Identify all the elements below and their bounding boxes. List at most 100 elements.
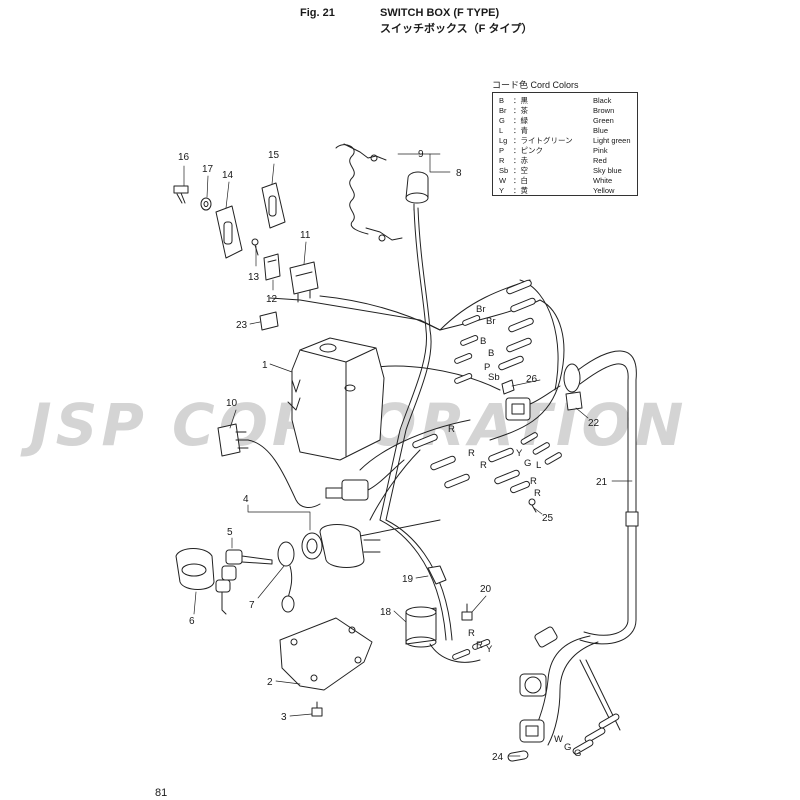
part-8-stop-switch-cap (405, 171, 429, 211)
callout-22: 22 (588, 418, 600, 429)
callout-14: 14 (222, 170, 234, 181)
legend-jp: ：黄 (513, 186, 528, 195)
legend-code: G (499, 116, 505, 125)
callout-4: 4 (243, 494, 249, 505)
part-14-bracket (215, 205, 243, 259)
part-26-clip (501, 379, 515, 395)
relay-wires (429, 639, 491, 663)
callout-8: 8 (456, 168, 462, 179)
part-21-main-cable (563, 350, 639, 645)
part-1-switch-box (287, 337, 385, 461)
legend-code: Lg (499, 136, 508, 145)
part-17-washer (200, 197, 212, 211)
bullet-connectors-upper (454, 279, 536, 384)
callout-18: 18 (380, 607, 392, 618)
wire-label: L (536, 460, 541, 471)
figure-number: Fig. 21 (300, 7, 335, 19)
part-6-switch-cap (175, 548, 215, 590)
callout-17: 17 (202, 164, 214, 175)
callout-26: 26 (526, 374, 538, 385)
leader-lines (183, 153, 633, 757)
legend-jp: ：空 (513, 166, 528, 175)
wire-label: R (480, 460, 487, 471)
callout-9: 9 (418, 149, 424, 160)
wire-label: G (524, 458, 531, 469)
legend-jp: ：黒 (513, 96, 528, 105)
legend-jp: ：茶 (513, 106, 528, 115)
part-22-pad (565, 391, 583, 411)
callout-10: 10 (226, 398, 238, 409)
callout-20: 20 (480, 584, 492, 595)
callout-6: 6 (189, 616, 195, 627)
part-19-bracket (427, 565, 447, 585)
callout-15: 15 (268, 150, 280, 161)
callout-19: 19 (402, 574, 414, 585)
callout-3: 3 (281, 712, 287, 723)
legend-code: Br (499, 106, 507, 115)
wire-label: Br (476, 304, 486, 315)
page-number: 81 (155, 787, 168, 799)
wire-label: R (534, 488, 541, 499)
legend-en: Sky blue (593, 166, 622, 175)
part-11-connector (289, 261, 319, 303)
callout-25: 25 (542, 513, 554, 524)
legend-jp: ：赤 (513, 156, 528, 165)
wire-label: P (484, 362, 490, 373)
wire-label: R (468, 628, 475, 639)
part-18-relay (405, 606, 437, 648)
wire-label: Y (516, 448, 523, 459)
part-25-screw (528, 498, 537, 513)
part-20-bolt (461, 603, 473, 621)
lower-harness-connectors (507, 626, 621, 762)
diagram-title-japanese: スイッチボックス（F タイプ） (380, 23, 533, 35)
callout-12: 12 (266, 294, 278, 305)
legend-code: B (499, 96, 505, 105)
part-13-screw (251, 238, 259, 256)
part-4-main-switch (301, 524, 381, 568)
callout-21: 21 (596, 477, 608, 488)
diagram-title: SWITCH BOX (F TYPE) (380, 7, 500, 19)
legend-en: White (593, 176, 613, 185)
callout-16: 16 (178, 152, 190, 163)
wire-label: R (530, 476, 537, 487)
part-2-mounting-plate (279, 617, 373, 691)
cord-colors-legend-title: コード色 Cord Colors (492, 80, 579, 90)
legend-jp: ：ライトグリーン (513, 136, 573, 145)
callout-23: 23 (236, 320, 248, 331)
legend-en: Pink (593, 146, 608, 155)
legend-en: Green (593, 116, 614, 125)
wire-label: W (554, 734, 563, 745)
callout-11: 11 (300, 230, 311, 241)
part-9-lanyard-cord (335, 143, 403, 242)
legend-jp: ：白 (513, 176, 528, 185)
part-5-ignition-key (215, 549, 273, 615)
callout-5: 5 (227, 527, 233, 538)
callout-numbers: 16 17 14 15 9 8 11 13 12 23 1 10 4 5 6 7… (178, 149, 608, 763)
wire-label: Br (486, 316, 496, 327)
wire-label: R (448, 424, 455, 435)
part-12-clip (263, 253, 281, 281)
callout-7: 7 (249, 600, 255, 611)
legend-code: L (499, 126, 504, 135)
wire-label: B (480, 336, 486, 347)
coupler-connector (505, 385, 561, 421)
wire-label: Y (486, 644, 493, 655)
legend-en: Red (593, 156, 607, 165)
part-16-bolt (173, 185, 189, 204)
part-3-screw (311, 701, 323, 717)
legend-code: Sb (499, 166, 509, 175)
legend-code: R (499, 156, 505, 165)
legend-en: Yellow (593, 186, 615, 195)
legend-code: P (499, 146, 505, 155)
wire-label: Sb (488, 372, 500, 383)
part-15-bracket (261, 182, 286, 229)
legend-en: Black (593, 96, 612, 105)
callout-2: 2 (267, 677, 273, 688)
